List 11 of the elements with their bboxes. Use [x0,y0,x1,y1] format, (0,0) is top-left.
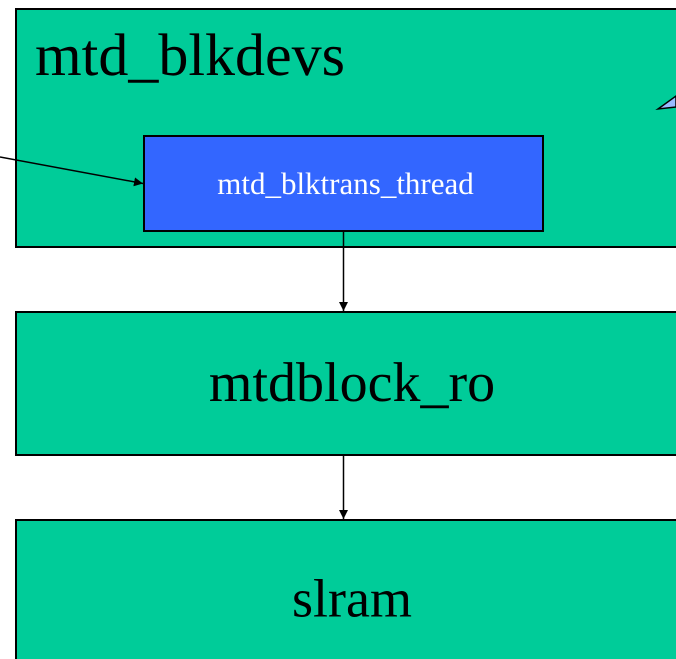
module-label: slram [291,569,413,629]
module-label: mtd_blkdevs [35,22,345,88]
module-box [15,8,676,248]
arrow [339,456,348,519]
module-box [143,135,544,232]
arrow [0,156,144,186]
module-box [15,519,676,659]
module-label: mtd_blktrans_thread [216,166,475,201]
module-box [15,311,676,456]
arrow [339,232,348,311]
module-label: mtdblock_ro [208,352,496,414]
